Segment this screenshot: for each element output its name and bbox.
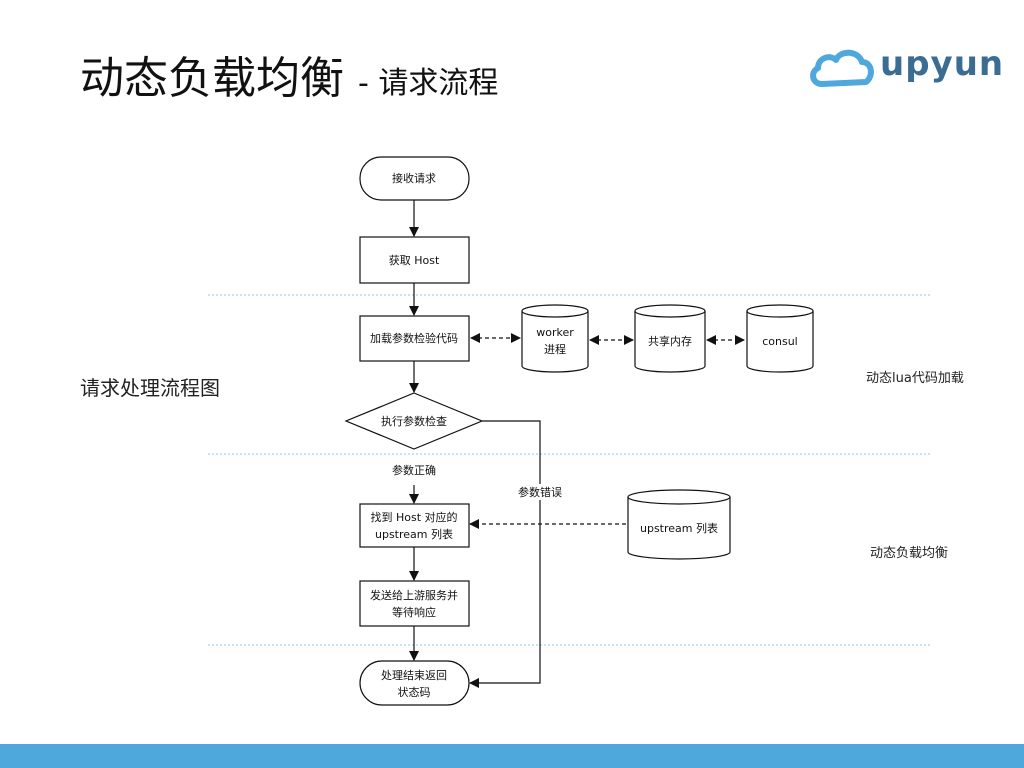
- node-find-label-1: 找到 Host 对应的: [370, 510, 457, 524]
- page-title-sub: - 请求流程: [358, 66, 499, 101]
- node-upstream-list-label: upstream 列表: [640, 521, 718, 535]
- node-worker-label-2: 进程: [544, 343, 566, 356]
- node-send-upstream: 发送给上游服务并 等待响应: [359, 580, 470, 627]
- footer-bar: [0, 744, 1024, 768]
- node-receive: 接收请求: [359, 156, 470, 201]
- edge-exec-error: [469, 420, 541, 688]
- node-finish-label-1: 处理结束返回: [381, 669, 447, 682]
- node-finish: 处理结束返回 状态码: [359, 660, 470, 706]
- node-find-upstream: 找到 Host 对应的 upstream 列表: [359, 503, 470, 548]
- edge-label-bg: [512, 484, 568, 500]
- page-title: 动态负载均衡 - 请求流程: [80, 42, 498, 106]
- node-consul-label: consul: [762, 335, 798, 348]
- cloud-icon: [810, 49, 874, 87]
- node-finish-label-2: 状态码: [398, 685, 431, 699]
- logo-text: upyun: [880, 44, 1005, 84]
- node-load-code-label: 加载参数检验代码: [370, 331, 458, 345]
- edge-label-param-ok: 参数正确: [392, 463, 436, 477]
- node-load-code: 加载参数检验代码: [359, 315, 470, 362]
- node-consul: consul: [746, 304, 814, 373]
- node-receive-label: 接收请求: [392, 171, 436, 185]
- node-upstream-list: upstream 列表: [627, 489, 731, 560]
- node-find-label-2: upstream 列表: [375, 527, 453, 541]
- edge-label-param-err: 参数错误: [518, 485, 562, 499]
- node-shared-mem: 共享内存: [634, 304, 706, 373]
- node-exec-check-label: 执行参数检查: [381, 414, 447, 428]
- node-worker: worker 进程: [521, 304, 589, 373]
- node-get-host: 获取 Host: [359, 236, 470, 284]
- node-exec-check: 执行参数检查: [344, 392, 484, 450]
- node-worker-label-1: worker: [536, 326, 574, 339]
- node-send-label-2: 等待响应: [392, 605, 436, 619]
- node-get-host-label: 获取 Host: [389, 254, 440, 267]
- side-title: 请求处理流程图: [80, 376, 220, 400]
- zone-label-lb: 动态负载均衡: [870, 546, 949, 561]
- zone-label-lua: 动态lua代码加载: [866, 371, 964, 386]
- node-shared-mem-label: 共享内存: [648, 334, 692, 348]
- node-send-label-1: 发送给上游服务并: [370, 588, 458, 602]
- page-title-main: 动态负载均衡: [80, 53, 344, 104]
